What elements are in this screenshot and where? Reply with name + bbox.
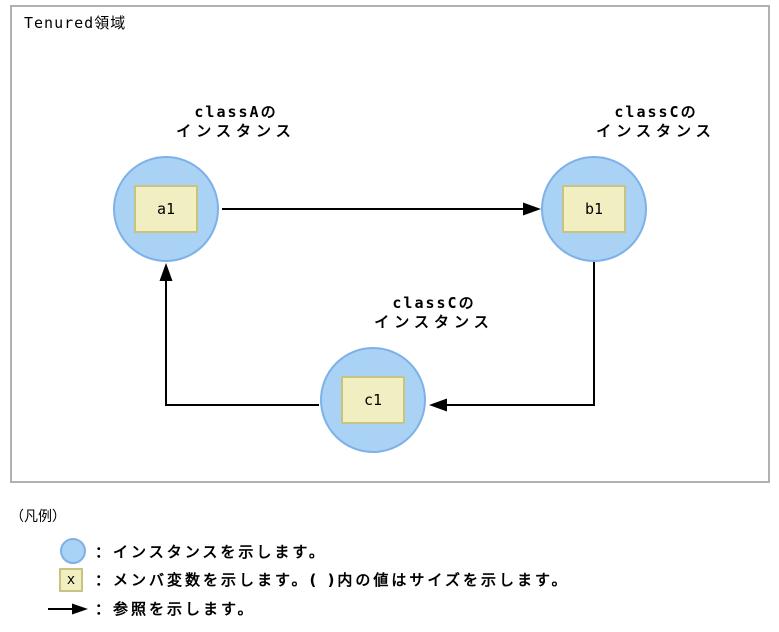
member-box-b1: b1 [562, 185, 626, 233]
legend-heading: （凡例） [10, 509, 66, 525]
node-label-line1: classCの [614, 103, 698, 121]
node-label-line1: classAの [194, 103, 278, 121]
member-label-b1: b1 [584, 200, 604, 218]
tenured-area-title: Tenured領域 [24, 14, 127, 32]
legend-item-member-text: ：メンバ変数を示します。( )内の値はサイズを示します。 [95, 571, 570, 589]
node-label-line2: インスタンス [176, 122, 296, 140]
node-label-line2: インスタンス [596, 122, 716, 140]
node-label-line2: インスタンス [374, 313, 494, 331]
node-label-line1: classCの [392, 294, 476, 312]
instance-circle-icon [60, 538, 86, 564]
legend-item-reference-text: ：参照を示します。 [95, 600, 256, 618]
member-box-a1: a1 [134, 185, 198, 233]
node-label-classC-instance-bottom: classCの インスタンス [374, 294, 493, 332]
reference-arrow-icon [48, 603, 88, 615]
member-label-c1: c1 [363, 391, 383, 409]
node-label-classA-instance: classAの インスタンス [176, 103, 295, 141]
member-variable-icon: x [59, 568, 83, 592]
legend-item-instance-text: ：インスタンスを示します。 [95, 543, 327, 561]
member-box-c1: c1 [341, 376, 405, 424]
member-variable-icon-label: x [66, 572, 76, 588]
node-label-classC-instance-top: classCの インスタンス [596, 103, 715, 141]
member-label-a1: a1 [156, 200, 176, 218]
